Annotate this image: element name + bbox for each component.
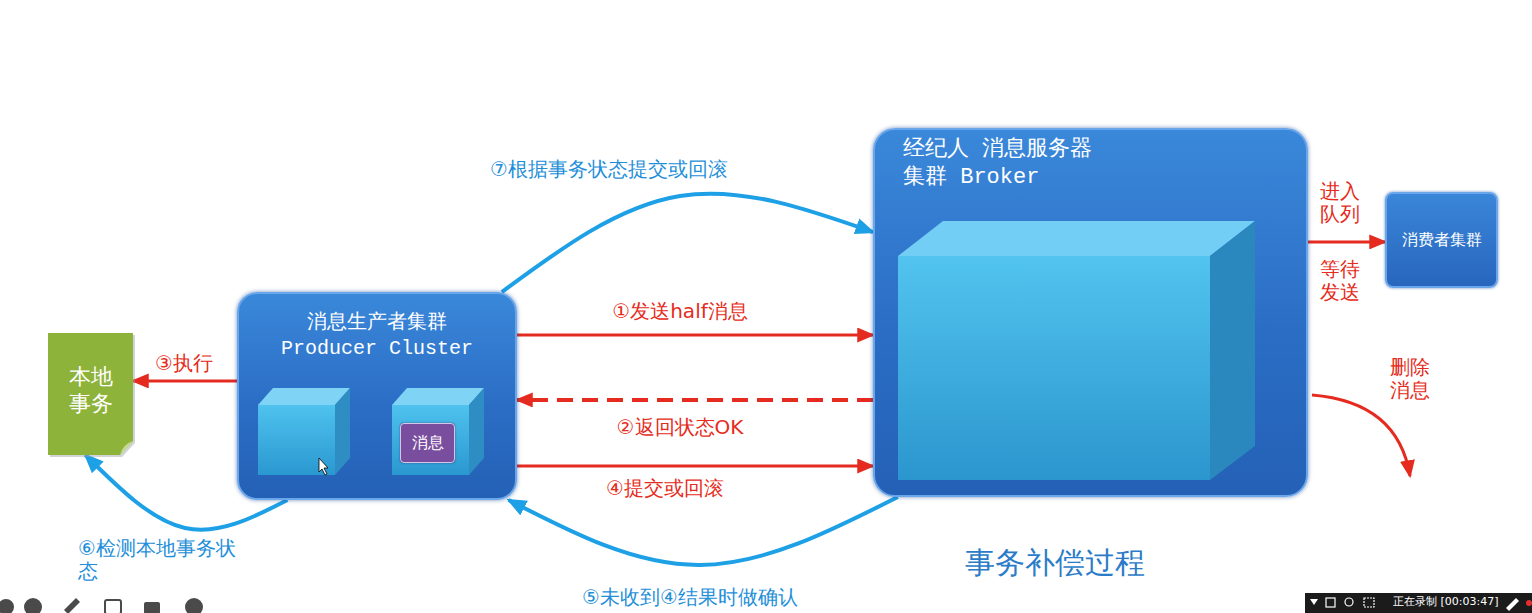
bar-icon bbox=[1345, 598, 1353, 606]
cube-front bbox=[392, 405, 469, 475]
flow-arrow bbox=[517, 465, 873, 468]
toolbar-icon bbox=[105, 600, 121, 613]
node-title: 经纪人 消息服务器集群 Broker bbox=[903, 136, 1093, 192]
bar-icon bbox=[1326, 598, 1335, 607]
label-anchor: 正在录制 [00:03:47] bbox=[1393, 596, 1498, 609]
caption: 事务补偿过程 bbox=[965, 546, 1145, 581]
toolbar-icon bbox=[144, 602, 160, 613]
recording-bar bbox=[1305, 593, 1532, 613]
flow-arrow bbox=[517, 398, 873, 402]
flow-arrow bbox=[133, 379, 237, 382]
edge-label: ④提交或回滚 bbox=[606, 477, 724, 500]
edge-label: ③执行 bbox=[155, 352, 213, 375]
toolbar-icon bbox=[64, 598, 80, 613]
delete-arrow bbox=[1312, 395, 1410, 476]
label-anchor: ④提交或回滚 bbox=[606, 477, 724, 500]
edge-label: ②返回状态OK bbox=[617, 416, 744, 439]
message-box: 消息 bbox=[400, 423, 455, 463]
cube-top bbox=[392, 388, 484, 405]
local-transaction-doc: 本地事务 bbox=[48, 333, 133, 455]
label-anchor: ⑦根据事务状态提交或回滚 bbox=[490, 158, 728, 181]
toolbar-icon bbox=[0, 599, 14, 613]
compensation-arrow bbox=[509, 497, 898, 565]
node-text: 消费者集群 bbox=[1402, 230, 1482, 251]
flow-arrow bbox=[517, 334, 873, 337]
node-title: 消息生产者集群 Producer Cluster bbox=[272, 310, 482, 362]
cube-side bbox=[335, 388, 350, 475]
toolbar-icon bbox=[185, 598, 203, 613]
cube-side bbox=[1210, 221, 1255, 480]
label-anchor: ⑤未收到④结果时做确认 bbox=[582, 586, 798, 609]
node-text: 本地事务 bbox=[67, 363, 113, 418]
note-label: 删除消息 bbox=[1390, 356, 1432, 402]
toolbar-icon bbox=[24, 598, 42, 613]
bar-icon bbox=[1526, 600, 1532, 606]
note-label: 等待发送 bbox=[1320, 258, 1362, 304]
edge-label: ①发送half消息 bbox=[612, 300, 747, 323]
cube-side bbox=[469, 388, 484, 475]
compensation-arrow bbox=[502, 194, 873, 292]
player-toolbar bbox=[0, 598, 203, 613]
cube-top bbox=[258, 388, 350, 405]
label-anchor: 删除消息 bbox=[1390, 356, 1432, 402]
node-text: 消息 bbox=[412, 433, 444, 454]
label-anchor: ②返回状态OK bbox=[617, 416, 744, 439]
cube-front bbox=[258, 405, 335, 475]
consumer-cluster-box: 消费者集群 bbox=[1385, 192, 1498, 288]
edge-label: ⑥检测本地事务状态 bbox=[78, 537, 253, 583]
label-anchor: 等待发送 bbox=[1320, 258, 1362, 304]
label-anchor: 事务补偿过程 bbox=[965, 546, 1145, 581]
doc-curl bbox=[120, 441, 133, 455]
bar-icon bbox=[1364, 598, 1374, 607]
mouse-cursor bbox=[319, 458, 328, 475]
recording-status: 正在录制 [00:03:47] bbox=[1393, 596, 1498, 609]
flow-arrow bbox=[1308, 240, 1385, 243]
bar-icon bbox=[1310, 599, 1318, 605]
producer-cluster-box: 消息生产者集群 Producer Cluster 消息 bbox=[237, 292, 517, 500]
cube-front bbox=[898, 256, 1210, 480]
edge-label: ⑦根据事务状态提交或回滚 bbox=[490, 158, 728, 181]
cube-top bbox=[898, 221, 1255, 256]
label-anchor: ①发送half消息 bbox=[612, 300, 747, 323]
edge-label: ⑤未收到④结果时做确认 bbox=[582, 586, 798, 609]
doc-page bbox=[48, 333, 133, 455]
bar-icon bbox=[1506, 598, 1519, 611]
label-anchor: 进入队列 bbox=[1320, 180, 1362, 226]
label-anchor: ⑥检测本地事务状态 bbox=[78, 537, 253, 583]
broker-cluster-box: 经纪人 消息服务器集群 Broker bbox=[873, 128, 1308, 497]
edge-label: 进入队列 bbox=[1320, 180, 1362, 226]
label-anchor: ③执行 bbox=[155, 352, 213, 375]
